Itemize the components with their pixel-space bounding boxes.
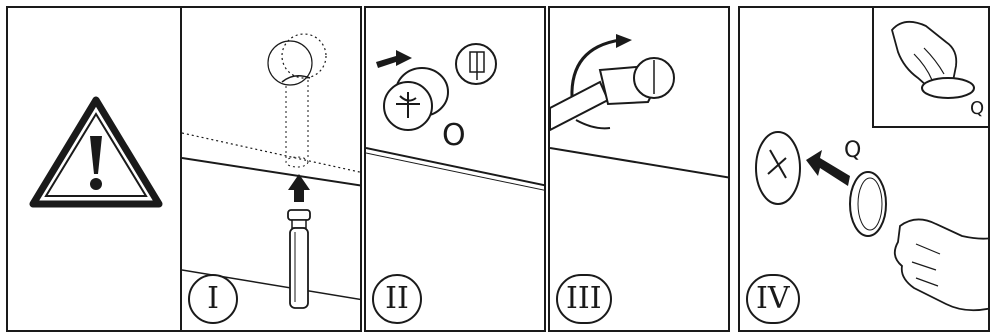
step-2-panel: O II	[364, 6, 546, 332]
step-number-3: III	[556, 274, 612, 324]
step-3-panel: III	[548, 6, 730, 332]
step-number-1: I	[188, 274, 238, 324]
step-4-panel: Q Q IV	[738, 6, 990, 332]
warning-triangle-icon	[8, 8, 182, 332]
step-number-2: II	[372, 274, 422, 324]
warning-panel	[6, 6, 182, 332]
step-1-panel: I	[180, 6, 362, 332]
inset-part-label-q: Q	[970, 98, 984, 119]
inset-detail: Q	[872, 6, 990, 128]
step-number-4: IV	[746, 274, 800, 324]
part-label-o: O	[442, 118, 466, 153]
part-label-q: Q	[844, 138, 861, 163]
